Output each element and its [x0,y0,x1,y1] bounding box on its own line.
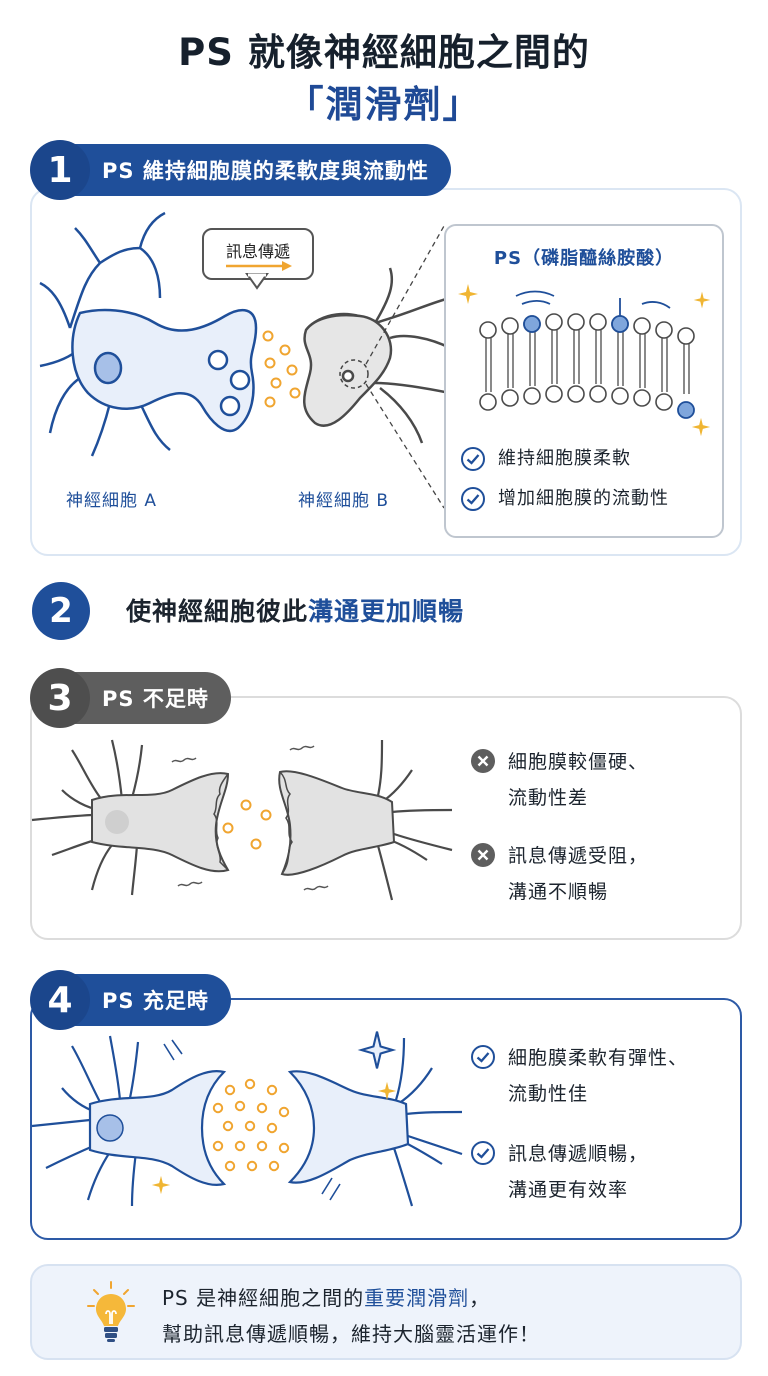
tip-line1-highlight: 重要潤滑劑 [364,1286,470,1310]
section3-item-2: 訊息傳遞受阻， 溝通不順暢 [470,838,648,910]
neuron-a-shape [39,211,258,457]
section3-item-1-line1: 細胞膜較僵硬、 [508,751,649,773]
page-title-highlight: 「潤滑劑」 [286,83,482,126]
tip-line2: 幫助訊息傳遞順暢，維持大腦靈活運作！ [162,1322,540,1346]
section4-badge: 4 PS 充足時 [30,970,231,1030]
section2-number: 2 [32,582,90,640]
sparkle-icon [693,291,711,309]
neuron-a-caption: 神經細胞 A [66,491,158,511]
x-circle-icon [471,843,495,867]
check-circle-icon [471,1045,495,1069]
lipid-bilayer-illustration [479,290,695,419]
section4-item-1: 細胞膜柔軟有彈性、 流動性佳 [470,1040,688,1112]
sparkle-icon [357,1031,397,1069]
tip-line1: PS 是神經細胞之間的重要潤滑劑， [162,1282,490,1311]
sparkle-icon [151,1175,171,1195]
section4-number: 4 [30,970,90,1030]
inset-check-2: 增加細胞膜的流動性 [460,482,669,516]
neurotransmitter-dots [262,330,301,408]
sparkle-icon [691,417,711,437]
arrow-right-icon [226,261,292,271]
healthy-neuron-right [287,1070,410,1184]
section3-item-2-line1: 訊息傳遞受阻， [508,845,649,867]
sparkle-icon [377,1081,397,1101]
inset-title: PS（磷脂醯絲胺酸） [493,248,675,269]
inset-check-1: 維持細胞膜柔軟 [460,442,631,476]
x-circle-icon [471,749,495,773]
section3-number: 3 [30,668,90,728]
section3-item-1: 細胞膜較僵硬、 流動性差 [470,744,648,816]
zoom-circle [339,359,369,389]
healthy-neuron-left [88,1070,227,1186]
section4-label: PS 充足時 [102,989,209,1013]
tip-line1-plain: PS 是神經細胞之間的 [162,1286,365,1310]
tip-line1-end: ， [469,1286,491,1310]
section2-text-highlight: 溝通更加順暢 [308,597,465,626]
inset-check-2-text: 增加細胞膜的流動性 [498,488,669,509]
lightbulb-icon [87,1281,135,1342]
section4-healthy-neurons-illustration [31,1035,463,1207]
section2-text-plain: 使神經細胞彼此 [126,597,309,626]
signal-bubble-text: 訊息傳遞 [225,242,290,261]
section1-number: 1 [30,140,90,200]
section1-badge: 1 PS 維持細胞膜的柔軟度與流動性 [30,140,451,200]
section3-item-1-line2: 流動性差 [508,787,589,809]
signal-bubble: 訊息傳遞 [202,228,314,280]
page-title: PS 就像神經細胞之間的 [178,31,590,74]
section4-item-1-line2: 流動性佳 [508,1083,589,1105]
sparkle-icon [458,284,478,304]
section4-item-2-line2: 溝通更有效率 [508,1179,629,1201]
section3-rigid-neurons-illustration [31,739,453,901]
inset-check-1-text: 維持細胞膜柔軟 [498,448,631,469]
section1-label: PS 維持細胞膜的柔軟度與流動性 [102,159,429,183]
section3-badge: 3 PS 不足時 [30,668,231,728]
bubble-tail [245,273,269,290]
section1-neurons-illustration [39,211,451,509]
zoom-line-bottom [365,383,445,509]
section3-label: PS 不足時 [102,687,209,711]
rigid-neuron-left [91,772,230,873]
summary-tip: PS 是神經細胞之間的重要潤滑劑， 幫助訊息傳遞順暢，維持大腦靈活運作！ [30,1264,742,1360]
section3-item-2-line2: 溝通不順暢 [508,881,609,903]
check-circle-icon [471,1141,495,1165]
neuron-b-caption: 神經細胞 B [298,491,390,511]
section2-text: 使神經細胞彼此溝通更加順暢 [126,592,464,628]
section4-item-2: 訊息傳遞順暢， 溝通更有效率 [470,1136,648,1208]
section4-item-2-line1: 訊息傳遞順暢， [508,1143,649,1165]
rigid-neuron-right [278,770,396,876]
section4-item-1-line1: 細胞膜柔軟有彈性、 [508,1047,689,1069]
neuron-b-shape [303,267,451,444]
check-circle-icon [461,447,485,471]
check-circle-icon [461,487,485,511]
ps-inset: PS（磷脂醯絲胺酸） [444,224,724,538]
